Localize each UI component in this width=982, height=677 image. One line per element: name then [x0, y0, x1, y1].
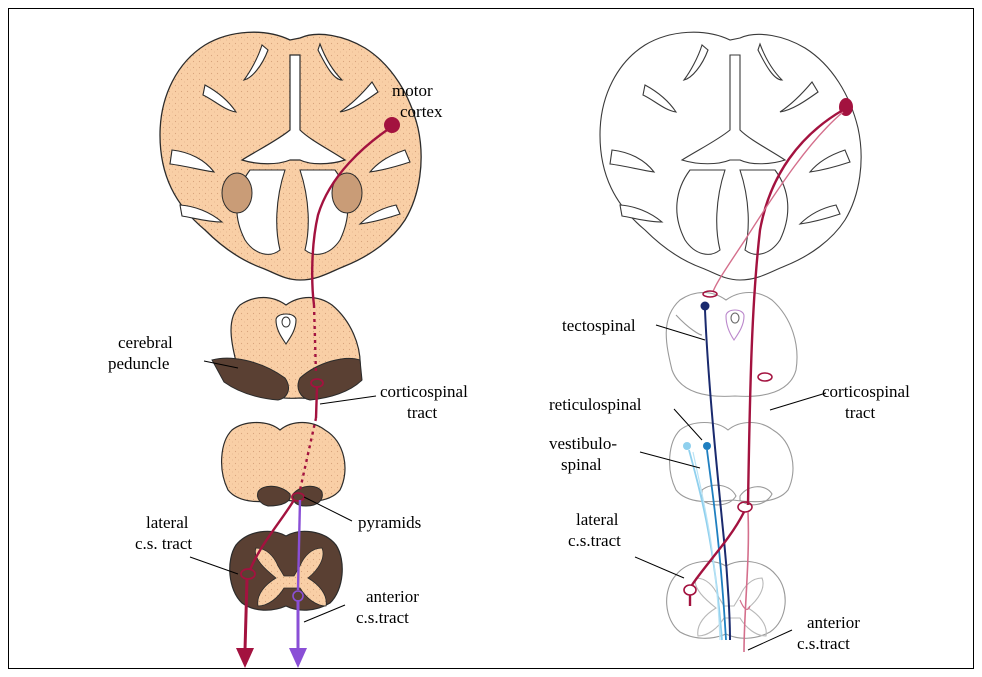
- label-tectospinal: tectospinal: [562, 316, 636, 335]
- label-vestibulospinal-line2: spinal: [561, 455, 602, 474]
- right-panel: tectospinal reticulospinal vestibulo- sp…: [549, 32, 910, 653]
- label-right-corticospinal-line1: corticospinal: [822, 382, 910, 401]
- label-motor-cortex-line1: motor: [392, 81, 433, 100]
- label-right-corticospinal-line2: tract: [845, 403, 875, 422]
- label-right-lateral-cs-line2: c.s.tract: [568, 531, 621, 550]
- label-motor-cortex-line2: cortex: [400, 102, 443, 121]
- left-panel: motor cortex cerebral peduncle corticosp…: [108, 32, 468, 668]
- left-medulla: [222, 423, 345, 507]
- label-pyramids: pyramids: [358, 513, 421, 532]
- label-reticulospinal: reticulospinal: [549, 395, 642, 414]
- left-basal-ganglia-left: [222, 173, 252, 213]
- anterior-cs-arrowhead: [289, 648, 307, 668]
- label-right-lateral-cs-line1: lateral: [576, 510, 619, 529]
- right-brain-section: [600, 32, 861, 280]
- label-right-anterior-cs-line2: c.s.tract: [797, 634, 850, 653]
- left-midbrain: [212, 298, 362, 401]
- lateral-cs-arrowhead: [236, 648, 254, 668]
- label-anterior-cs-line1: anterior: [366, 587, 419, 606]
- label-lateral-cs-line1: lateral: [146, 513, 189, 532]
- label-corticospinal-line2: tract: [407, 403, 437, 422]
- label-right-anterior-cs-line1: anterior: [807, 613, 860, 632]
- label-vestibulospinal-line1: vestibulo-: [549, 434, 617, 453]
- left-brain-section: [160, 32, 421, 280]
- label-lateral-cs-line2: c.s. tract: [135, 534, 192, 553]
- label-cerebral-peduncle-line2: peduncle: [108, 354, 169, 373]
- label-cerebral-peduncle-line1: cerebral: [118, 333, 173, 352]
- label-corticospinal-line1: corticospinal: [380, 382, 468, 401]
- label-anterior-cs-line2: c.s.tract: [356, 608, 409, 627]
